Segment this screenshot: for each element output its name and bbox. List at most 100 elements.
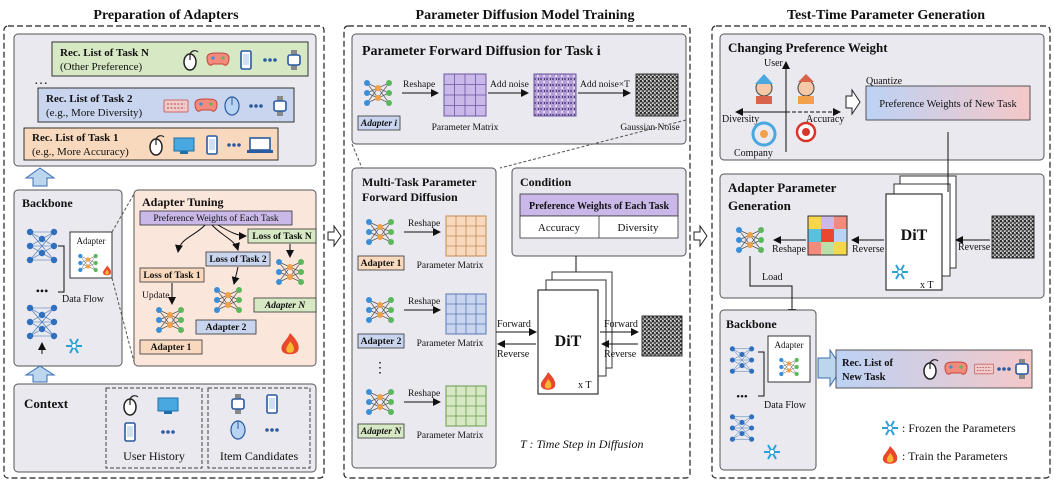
legend-frozen-label: : Frozen the Parameters — [902, 421, 1016, 435]
parameter-matrix-label: Parameter Matrix — [417, 261, 484, 271]
adapter-2-label: Adapter 2 — [206, 323, 247, 333]
noisy-matrix — [533, 73, 577, 117]
axis-diversity-label: Diversity — [722, 114, 759, 125]
gamepad-icon — [944, 361, 968, 375]
mouse-icon — [230, 420, 246, 440]
heading-prep: Preparation of Adapters — [93, 8, 239, 23]
pref-new-task-label: Preference Weights of New Task — [879, 99, 1017, 110]
item-candidates-label: Item Candidates — [220, 449, 299, 463]
loss-task-n-label: Loss of Task N — [252, 232, 312, 242]
phone-icon — [240, 50, 252, 70]
axis-accuracy-label: Accuracy — [806, 114, 844, 125]
condition-title: Condition — [520, 175, 572, 189]
pref-new-task-box — [865, 85, 1031, 121]
parameter-matrix-green — [445, 385, 487, 427]
mouse-icon — [224, 96, 240, 116]
rec-list-task-1-sub: (e.g., More Accuracy) — [32, 146, 129, 158]
reverse-label: Reverse — [604, 349, 637, 360]
rec-list-task-1-title: Rec. List of Task 1 — [32, 132, 119, 144]
multi-task-title-1: Multi-Task Parameter — [362, 175, 477, 189]
adapter-2-box — [357, 333, 405, 349]
section-arrow-1 — [327, 224, 342, 248]
dit-xt: x T — [578, 380, 591, 391]
parameter-matrix-label: Parameter Matrix — [432, 123, 499, 133]
noise-matrix — [991, 215, 1035, 259]
legend-fire-icon — [882, 446, 898, 464]
adapter-tuning-title: Adapter Tuning — [142, 195, 224, 209]
noise-matrix — [641, 315, 683, 357]
phone-icon — [266, 394, 278, 414]
forward-diffusion-panel — [351, 33, 687, 145]
adapter-1-box — [139, 339, 203, 355]
backbone-adapter-label: Adapter — [775, 340, 804, 350]
phone-icon — [206, 135, 218, 155]
quantize-arrow — [845, 88, 861, 116]
legend-train-label: : Train the Parameters — [902, 449, 1008, 463]
rec-list-task-n-title: Rec. List of Task N — [60, 47, 149, 59]
testtime-section-border — [711, 25, 1051, 479]
reshape-label: Reshape — [408, 297, 440, 307]
prep-section-border — [3, 25, 325, 479]
rec-list-new-task-title-1: Rec. List of — [842, 358, 894, 369]
loss-task-1-label: Loss of Task 1 — [143, 271, 201, 281]
gamepad-icon — [206, 52, 230, 66]
adapter-1-box — [357, 255, 405, 271]
generation-panel — [719, 173, 1045, 299]
adapter-n-box — [357, 423, 405, 439]
loss-task-1-box — [139, 267, 205, 283]
reshape-label: Reshape — [772, 244, 806, 255]
backbone-label: Backbone — [22, 196, 73, 210]
gaussian-noise-matrix — [635, 73, 679, 117]
loss-task-2-label: Loss of Task 2 — [209, 255, 267, 265]
keyboard-icon — [974, 363, 994, 375]
reverse-label: Reverse — [958, 242, 991, 253]
target-icon — [795, 121, 817, 143]
forward-label: Forward — [604, 319, 638, 330]
context-label: Context — [24, 396, 69, 411]
reshape-label: Reshape — [408, 219, 440, 229]
load-label: Load — [762, 272, 783, 283]
user-avatar-icon — [755, 74, 773, 104]
reshape-label: Reshape — [408, 389, 440, 399]
rec-list-new-task-title-2: New Task — [842, 372, 886, 383]
phone-icon — [124, 422, 136, 442]
parameter-matrix-label: Parameter Matrix — [417, 339, 484, 349]
user-history-label: User History — [123, 449, 185, 463]
generated-parameter-matrix — [807, 215, 848, 256]
quantize-label: Quantize — [866, 76, 903, 87]
reverse-label: Reverse — [852, 244, 885, 255]
adapter-1-label: Adapter 1 — [151, 343, 192, 353]
pref-weights-box — [139, 210, 293, 226]
generation-title-2: Generation — [728, 198, 792, 213]
loss-task-2-box — [205, 251, 271, 267]
rec-list-task-2-sub: (e.g., More Diversity) — [46, 107, 143, 119]
generation-title-1: Adapter Parameter — [728, 180, 837, 195]
up-arrow-icon — [24, 365, 56, 383]
parameter-matrix-label: Parameter Matrix — [417, 431, 484, 441]
adapter-1-label: Adapter 1 — [361, 259, 402, 269]
keyboard-icon — [163, 99, 189, 113]
parameter-matrix-blue — [445, 293, 487, 335]
backbone-ellipsis: ••• — [736, 391, 748, 403]
dit-block — [885, 193, 943, 291]
backbone-data-flow: Data Flow — [62, 294, 105, 305]
heading-testtime: Test-Time Parameter Generation — [787, 8, 985, 23]
ellipsis-icon — [263, 58, 277, 62]
update-label: Update — [142, 291, 169, 301]
forward-diffusion-title: Parameter Forward Diffusion for Task i — [362, 44, 601, 59]
adapter-n-box — [253, 297, 317, 313]
ellipsis-icon — [161, 430, 175, 434]
add-noise-label: Add noise — [490, 80, 529, 90]
training-section-border — [343, 25, 691, 479]
backbone-adapter-label: Adapter — [77, 236, 106, 246]
ellipsis-icon — [249, 104, 263, 108]
rec-list-task-n-sub: (Other Preference) — [60, 61, 142, 73]
condition-accuracy: Accuracy — [538, 222, 581, 234]
condition-pref-label: Preference Weights of Each Task — [529, 201, 669, 212]
dit-label: DiT — [901, 227, 928, 244]
laptop-icon — [246, 137, 274, 154]
rec-list-task-2-title: Rec. List of Task 2 — [46, 93, 133, 105]
pref-weights-label: Preference Weights of Each Task — [153, 213, 279, 224]
dit-xt: x T — [920, 280, 933, 291]
